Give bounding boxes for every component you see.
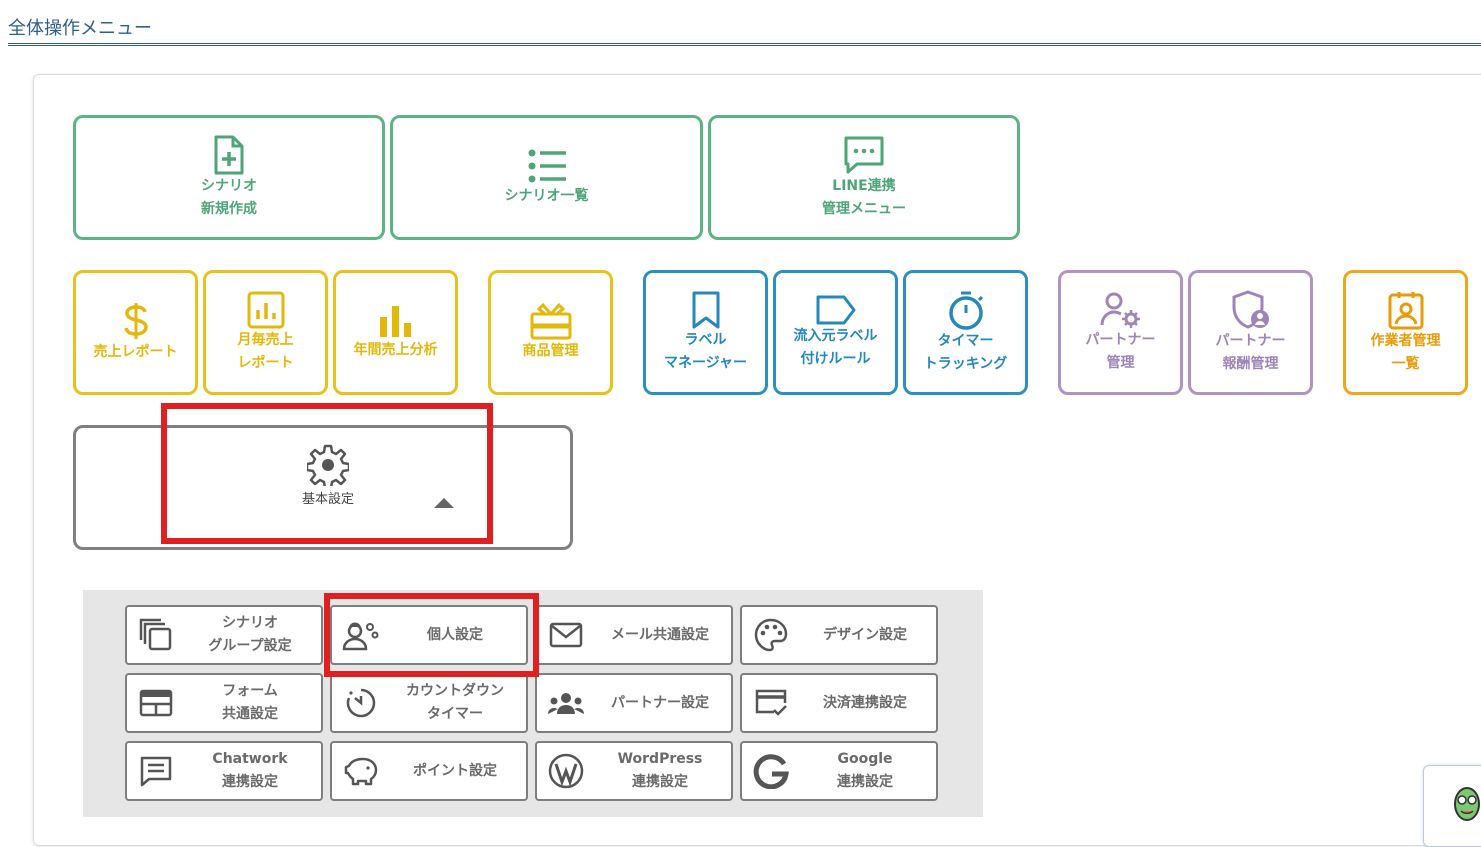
mascot-icon (1452, 784, 1481, 828)
submenu-form-settings[interactable]: フォーム 共通設定 (125, 673, 323, 733)
submenu-label: 個人設定 (427, 626, 483, 643)
palette-icon (742, 618, 800, 652)
tile-scenario-list[interactable]: シナリオ一覧 (390, 115, 703, 240)
file-plus-icon (212, 135, 246, 175)
bars-icon (377, 303, 415, 339)
submenu-label: Chatwork 連携設定 (212, 751, 288, 790)
user-gear-icon (1099, 291, 1143, 329)
caret-up-icon (434, 498, 454, 508)
tile-label: 流入元ラベル 付けルール (793, 327, 878, 367)
tile-worker-list[interactable]: 作業者管理 一覧 (1343, 270, 1468, 395)
tile-scenario-new[interactable]: シナリオ 新規作成 (73, 115, 385, 240)
tile-label: パートナー 報酬管理 (1215, 332, 1286, 372)
submenu-countdown-timer[interactable]: カウントダウン タイマー (330, 673, 528, 733)
submenu-label: カウントダウン タイマー (406, 683, 504, 722)
message-icon (127, 755, 185, 787)
submenu-label: パートナー設定 (611, 694, 709, 711)
tile-partner-reward[interactable]: パートナー 報酬管理 (1188, 270, 1313, 395)
submenu-label: シナリオ グループ設定 (208, 615, 292, 654)
user-gears-icon (332, 619, 390, 651)
submenu-label: Google 連携設定 (837, 751, 893, 790)
tile-label: 月毎売上 レポート (237, 331, 294, 371)
tile-label: LINE連携 管理メニュー (822, 177, 906, 217)
tile-timer-tracking[interactable]: タイマー トラッキング (903, 270, 1028, 395)
tag-icon (816, 295, 856, 325)
tile-label: ラベル マネージャー (663, 331, 748, 371)
submenu-label: メール共通設定 (611, 626, 709, 643)
shield-user-icon (1231, 289, 1271, 330)
people-icon (537, 691, 595, 715)
envelope-icon (537, 622, 595, 648)
tile-label: タイマー トラッキング (923, 332, 1008, 372)
basic-settings-button[interactable]: 基本設定 (73, 425, 573, 550)
tile-label: 作業者管理 一覧 (1370, 332, 1441, 372)
page-title: 全体操作メニュー (8, 18, 152, 39)
tile-label: シナリオ一覧 (504, 188, 589, 204)
submenu-scenario-group[interactable]: シナリオ グループ設定 (125, 605, 323, 665)
submenu-partner-settings[interactable]: パートナー設定 (535, 673, 733, 733)
tile-inflow-label-rule[interactable]: 流入元ラベル 付けルール (773, 270, 898, 395)
tile-partner-management[interactable]: パートナー 管理 (1058, 270, 1183, 395)
tile-sales-report[interactable]: 売上レポート (73, 270, 198, 395)
tile-monthly-report[interactable]: 月毎売上 レポート (203, 270, 328, 395)
tile-label: パートナー 管理 (1085, 331, 1156, 371)
submenu-point-settings[interactable]: ポイント設定 (330, 741, 528, 801)
submenu-personal-settings[interactable]: 個人設定 (330, 605, 528, 665)
id-badge-icon (1387, 290, 1425, 330)
settings-submenu: シナリオ グループ設定 個人設定 メール共通設定 デザイン設定 フォーム 共通設… (83, 590, 983, 817)
submenu-wordpress[interactable]: WordPress 連携設定 (535, 741, 733, 801)
tile-product-management[interactable]: 商品管理 (488, 270, 613, 395)
tile-annual-analysis[interactable]: 年間売上分析 (333, 270, 458, 395)
gear-icon (307, 444, 349, 486)
submenu-label: デザイン設定 (823, 626, 907, 643)
dollar-icon (121, 301, 151, 341)
submenu-google[interactable]: Google 連携設定 (740, 741, 938, 801)
card-check-icon (742, 688, 800, 718)
tile-label: 商品管理 (522, 343, 579, 359)
tile-label: シナリオ 新規作成 (201, 177, 257, 217)
form-icon (127, 689, 185, 717)
wordpress-icon (537, 753, 595, 789)
google-icon (742, 753, 800, 789)
basic-settings-label: 基本設定 (302, 492, 355, 507)
submenu-label: フォーム 共通設定 (222, 683, 278, 722)
tile-label: 年間売上分析 (353, 342, 438, 358)
tile-label-manager[interactable]: ラベル マネージャー (643, 270, 768, 395)
list-icon (527, 147, 567, 185)
submenu-label: 決済連携設定 (823, 694, 907, 711)
tile-label: 売上レポート (93, 344, 178, 360)
bar-chart-icon (247, 291, 285, 329)
copy-icon (127, 618, 185, 652)
stopwatch-icon (947, 290, 985, 330)
submenu-label: ポイント設定 (413, 762, 497, 779)
piggy-bank-icon (332, 756, 390, 786)
submenu-chatwork[interactable]: Chatwork 連携設定 (125, 741, 323, 801)
submenu-payment-settings[interactable]: 決済連携設定 (740, 673, 938, 733)
bookmark-icon (691, 291, 721, 329)
submenu-mail-settings[interactable]: メール共通設定 (535, 605, 733, 665)
submenu-label: WordPress 連携設定 (617, 751, 703, 790)
submenu-design-settings[interactable]: デザイン設定 (740, 605, 938, 665)
chat-widget-button[interactable] (1423, 765, 1481, 847)
chat-bubble-icon (843, 135, 885, 175)
title-divider (8, 43, 1481, 46)
tile-line-menu[interactable]: LINE連携 管理メニュー (708, 115, 1020, 240)
countdown-icon (332, 687, 390, 719)
gift-card-icon (530, 302, 572, 340)
